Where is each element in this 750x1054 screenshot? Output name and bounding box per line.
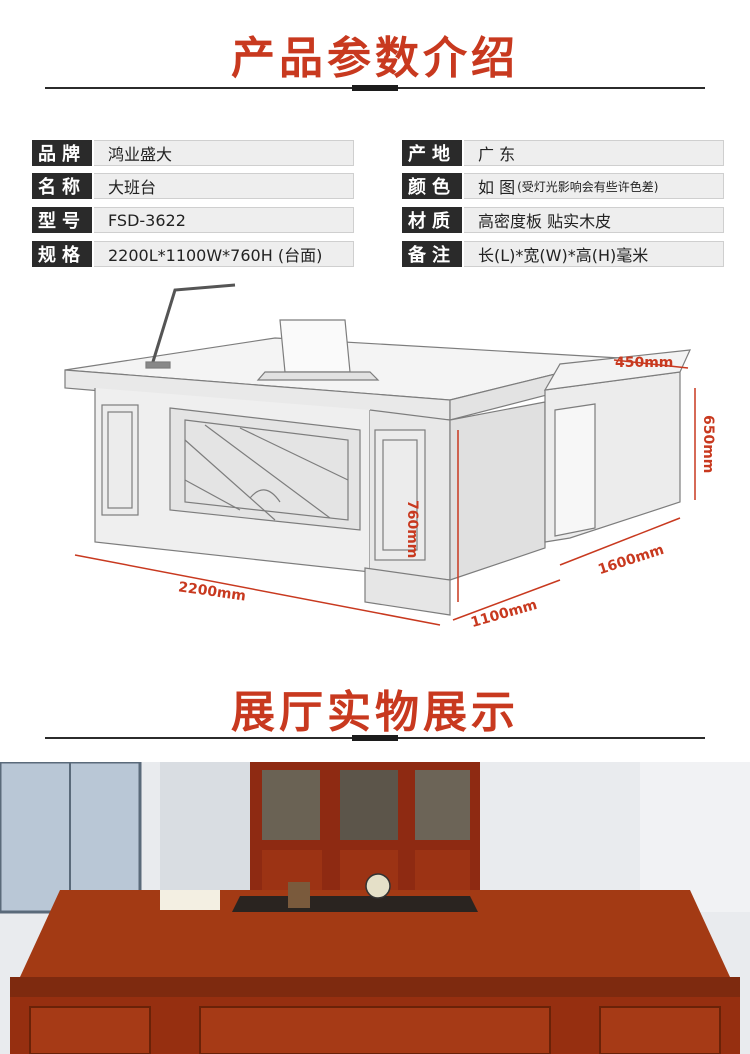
spec-row-origin: 产地 广 东 bbox=[402, 140, 724, 166]
spec-key: 品牌 bbox=[32, 140, 92, 166]
spec-key: 材质 bbox=[402, 207, 462, 233]
spec-value: 广 东 bbox=[464, 140, 724, 166]
spec-row-size: 规格 2200L*1100W*760H (台面) bbox=[32, 241, 354, 267]
color-value: 如 图 bbox=[478, 178, 516, 197]
spec-value: 鸿业盛大 bbox=[94, 140, 354, 166]
spec-key: 颜色 bbox=[402, 173, 462, 199]
spec-value: FSD-3622 bbox=[94, 207, 354, 233]
spec-key: 规格 bbox=[32, 241, 92, 267]
spec-row-color: 颜色 如 图 (受灯光影响会有些许色差) bbox=[402, 173, 724, 199]
spec-row-material: 材质 高密度板 贴实木皮 bbox=[402, 207, 724, 233]
spec-value: 大班台 bbox=[94, 173, 354, 199]
showroom-divider-notch bbox=[352, 735, 398, 741]
desk-sketch-illustration bbox=[64, 283, 696, 626]
section-title-params: 产品参数介绍 bbox=[231, 33, 519, 84]
showroom-photo bbox=[0, 762, 750, 1054]
dim-side-height-label: 650mm bbox=[700, 415, 716, 474]
dim-height-label: 760mm bbox=[404, 500, 420, 559]
spec-key: 产地 bbox=[402, 140, 462, 166]
spec-value: 高密度板 贴实木皮 bbox=[464, 207, 724, 233]
spec-value: 如 图 (受灯光影响会有些许色差) bbox=[464, 173, 724, 199]
spec-row-model: 型号 FSD-3622 bbox=[32, 207, 354, 233]
dim-side-width-label: 450mm bbox=[615, 355, 674, 371]
spec-key: 备注 bbox=[402, 241, 462, 267]
spec-row-brand: 品牌 鸿业盛大 bbox=[32, 140, 354, 166]
section-title-showroom: 展厅实物展示 bbox=[231, 687, 519, 738]
spec-key: 名称 bbox=[32, 173, 92, 199]
spec-value: 2200L*1100W*760H (台面) bbox=[94, 241, 354, 267]
spec-key: 型号 bbox=[32, 207, 92, 233]
title-divider-notch bbox=[352, 85, 398, 91]
spec-row-remark: 备注 长(L)*宽(W)*高(H)毫米 bbox=[402, 241, 724, 267]
spec-row-name: 名称 大班台 bbox=[32, 173, 354, 199]
color-note: (受灯光影响会有些许色差) bbox=[517, 179, 659, 194]
spec-value: 长(L)*宽(W)*高(H)毫米 bbox=[464, 241, 724, 267]
